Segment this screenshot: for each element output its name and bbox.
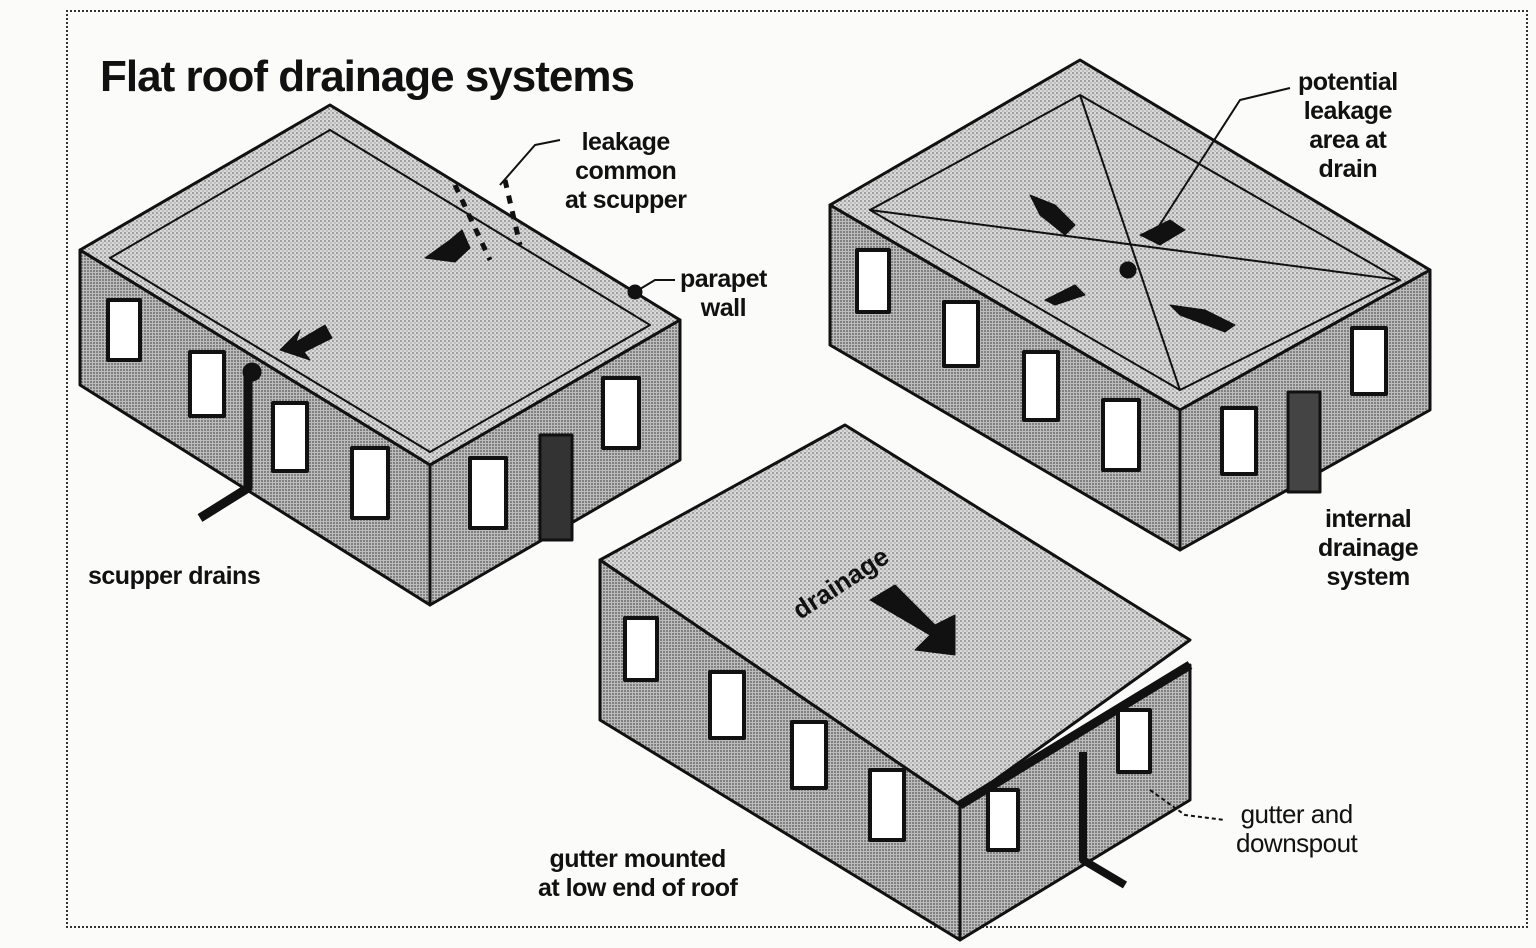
parapet-wall-label: parapet wall (680, 265, 767, 323)
label-line: at low end of roof (538, 874, 738, 902)
diagram-frame (66, 10, 1528, 928)
internal-drainage-label: internal drainage system (1318, 505, 1419, 592)
label-line: drain (1318, 155, 1378, 183)
label-line: system (1326, 563, 1411, 591)
label-line: drainage (1318, 534, 1419, 562)
label-line: potential (1298, 68, 1398, 96)
label-line: common (575, 157, 677, 185)
label-line: gutter and (1240, 799, 1354, 829)
label-line: leakage (581, 128, 671, 156)
label-line: parapet (680, 265, 767, 293)
label-line: wall (700, 294, 747, 322)
label-line: at scupper (565, 186, 687, 214)
leakage-scupper-label: leakage common at scupper (565, 128, 687, 215)
gutter-downspout-label: gutter and downspout (1236, 799, 1358, 858)
label-line: area at (1309, 126, 1387, 154)
building-internal (828, 58, 1432, 552)
diagram-title: Flat roof drainage systems (100, 52, 635, 101)
gutter-mounted-label: gutter mounted at low end of roof (538, 845, 738, 903)
label-line: leakage (1303, 97, 1393, 125)
scupper-drains-label: scupper drains (88, 562, 261, 590)
building-gutter (598, 423, 1226, 942)
label-line: internal (1324, 505, 1412, 533)
potential-leakage-label: potential leakage area at drain (1298, 68, 1398, 184)
building-scupper (78, 103, 682, 607)
label-line: gutter mounted (549, 845, 727, 873)
label-line: downspout (1236, 828, 1358, 858)
